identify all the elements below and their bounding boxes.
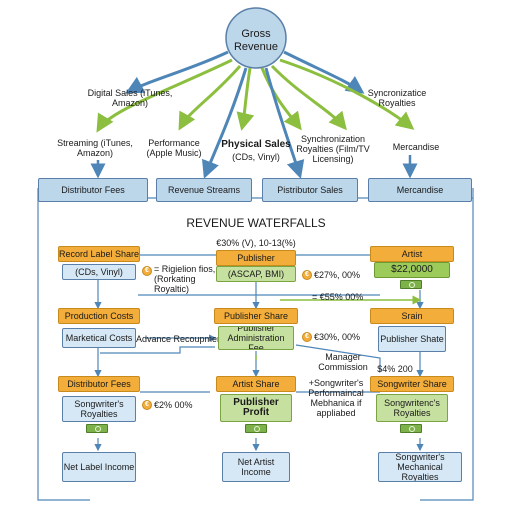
channel-mercandise[interactable]: Mercandise: [368, 178, 472, 202]
songwriter-note: +Songwriter's Performaincal Mebhanica if…: [308, 378, 364, 418]
manager-commission: Manager Commission: [318, 352, 368, 372]
money-icon: [86, 424, 108, 433]
songwriter-share[interactable]: Songwriter Share: [370, 376, 454, 392]
artist-share[interactable]: Artist Share: [216, 376, 296, 392]
mid-pct-27: €27%, 00%: [314, 270, 361, 280]
money-icon: [400, 280, 422, 289]
net-artist-income: Net Artist Income: [222, 452, 290, 482]
record-label-cds-vinyl: (CDs, Vinyl): [62, 264, 136, 280]
publisher-profit: Publisher Profit: [220, 394, 292, 422]
publisher-ascap: (ASCAP, BMI): [216, 266, 296, 282]
coin-icon: €: [302, 332, 312, 342]
songwriter-royalties-right: Songwritenc's Royalties: [376, 394, 448, 422]
publisher-share[interactable]: Publisher Share: [214, 308, 298, 324]
coin-icon: €: [142, 400, 152, 410]
channel-pistributor-sales[interactable]: Pistributor Sales: [262, 178, 358, 202]
right-amount-note: $4% 200: [377, 364, 413, 374]
source-digital-sales: Digital Sales (iTunes, Amazon): [87, 88, 173, 108]
source-physical-sub: (CDs, Vinyl): [232, 152, 280, 162]
source-merch: Mercandise: [392, 142, 440, 152]
distributor-fees[interactable]: Distributor Fees: [58, 376, 140, 392]
srain[interactable]: Srain: [370, 308, 454, 324]
coin-icon: €: [302, 270, 312, 280]
money-icon: [400, 424, 422, 433]
left-pct: €2% 00%: [154, 400, 193, 410]
root-node: [225, 7, 287, 69]
advance-recoupment: Advance Recoupment: [136, 334, 225, 344]
publisher-shate: Publisher Shate: [378, 326, 446, 352]
publisher[interactable]: Publisher: [216, 250, 296, 266]
production-costs[interactable]: Production Costs: [58, 308, 140, 324]
artist-amount: $22,0000: [374, 262, 450, 278]
region-note: = Rigielion fios, (Rorkating Royaltic): [154, 264, 216, 294]
mid-top-note: €30% (V), 10-13(%): [216, 238, 296, 248]
net-label-income: Net Label Income: [62, 452, 136, 482]
source-physical-title: Physical Sales: [221, 139, 291, 150]
songwriters-royalties: Songwriter's Royalties: [62, 396, 136, 422]
mid-pct-30: €30%, 00%: [314, 332, 361, 342]
channel-distributor-fees[interactable]: Distributor Fees: [38, 178, 148, 202]
record-label-share[interactable]: Record Label Share: [58, 246, 140, 262]
coin-icon: €: [142, 266, 152, 276]
publisher-admin-fee: Publisher Administration Fee: [218, 326, 294, 350]
artist[interactable]: Artist: [370, 246, 454, 262]
mid-pct-55: = €55% 00%: [312, 292, 364, 302]
marketing-costs: Marketical Costs: [62, 328, 136, 348]
money-icon: [245, 424, 267, 433]
source-sync: Synchronization Royalties (Film/TV Licen…: [296, 134, 370, 164]
diagram-title: REVENUE WATERFALLS: [186, 216, 326, 230]
source-sync-top: Syncronizatice Royalties: [367, 88, 427, 108]
root-label: Gross Revenue: [233, 28, 279, 53]
channel-revenue-streams[interactable]: Revenue Streams: [156, 178, 252, 202]
mechanical-royalties: Songwriter's Mechanical Royalties: [378, 452, 462, 482]
source-streaming: Streaming (iTunes, Amazon): [57, 138, 133, 158]
source-performance: Performance (Apple Music): [146, 138, 202, 158]
